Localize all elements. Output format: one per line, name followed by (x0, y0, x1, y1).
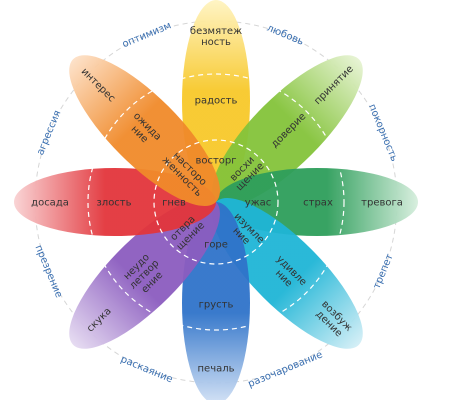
dyad-label: трепет (372, 252, 396, 290)
guide-circle (153, 139, 279, 265)
petal-disgust (69, 198, 220, 349)
dyad-label: презрение (33, 243, 65, 299)
dyad-label: любовь (265, 23, 305, 48)
emotion-label-joy-inner: восторг (195, 156, 236, 167)
dyad-label: агрессия (35, 109, 63, 157)
emotion-label-joy-mid: радость (195, 96, 238, 107)
emotion-label-fear-inner: ужас (245, 198, 272, 209)
petal-surprise (212, 198, 363, 349)
petal-trust (212, 55, 363, 206)
dyad-label: оптимизм (121, 20, 173, 50)
dyad-label: покорность (366, 103, 400, 164)
emotion-label-anger-mid: злость (96, 198, 131, 209)
guide-circle (87, 73, 345, 331)
emotion-label-fear-outer: тревога (361, 198, 403, 209)
ring-lines (87, 73, 345, 331)
emotion-label-sadness-inner: горе (204, 240, 228, 251)
petals-layer (14, 0, 418, 400)
emotion-label-sadness-mid: грусть (199, 300, 234, 311)
dyad-label: раскаяние (119, 354, 174, 385)
petal-anticipation (69, 55, 220, 206)
emotion-label-sadness-outer: печаль (197, 364, 234, 375)
emotion-label-anger-outer: досада (31, 198, 69, 209)
emotion-label-anger-inner: гнев (162, 198, 186, 209)
emotion-label-fear-mid: страх (303, 198, 333, 209)
dyad-label: разочарование (247, 349, 325, 390)
